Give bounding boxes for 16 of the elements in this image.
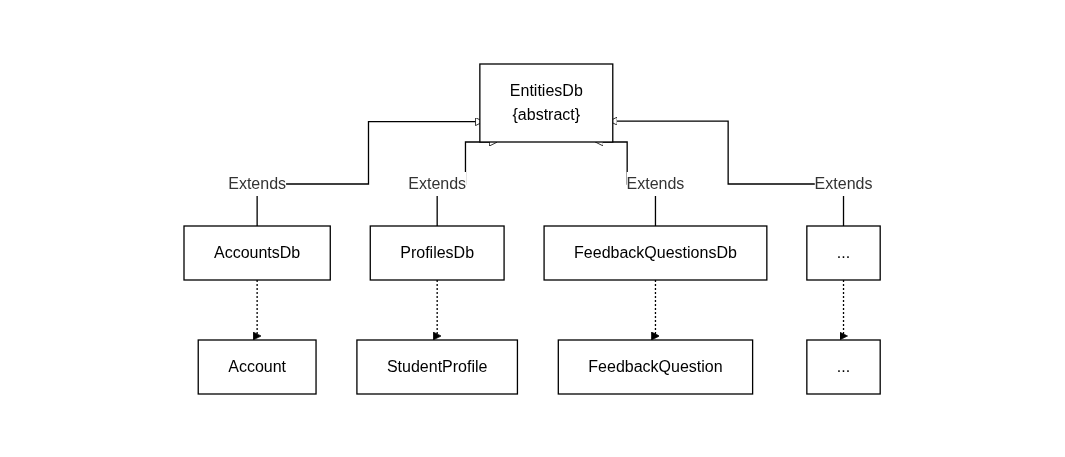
node-box: ... xyxy=(806,338,882,395)
node-box: ... xyxy=(806,224,882,281)
node-box: FeedbackQuestion xyxy=(558,338,754,395)
node-box: StudentProfile xyxy=(356,338,519,395)
arrow xyxy=(839,278,849,340)
arrow xyxy=(253,278,262,340)
edge-label: Extends xyxy=(408,174,467,192)
node-box: AccountsDb xyxy=(183,224,332,281)
edge-label: Extends xyxy=(626,174,685,192)
node-box: EntitiesDb {abstract} xyxy=(479,62,614,143)
arrow xyxy=(433,278,442,340)
edge-label: Extends xyxy=(228,174,287,192)
node-box: ProfilesDb xyxy=(370,224,506,281)
node-box: FeedbackQuestionsDb xyxy=(543,224,768,281)
edge-label: Extends xyxy=(815,174,873,192)
node-box: Account xyxy=(198,338,318,395)
